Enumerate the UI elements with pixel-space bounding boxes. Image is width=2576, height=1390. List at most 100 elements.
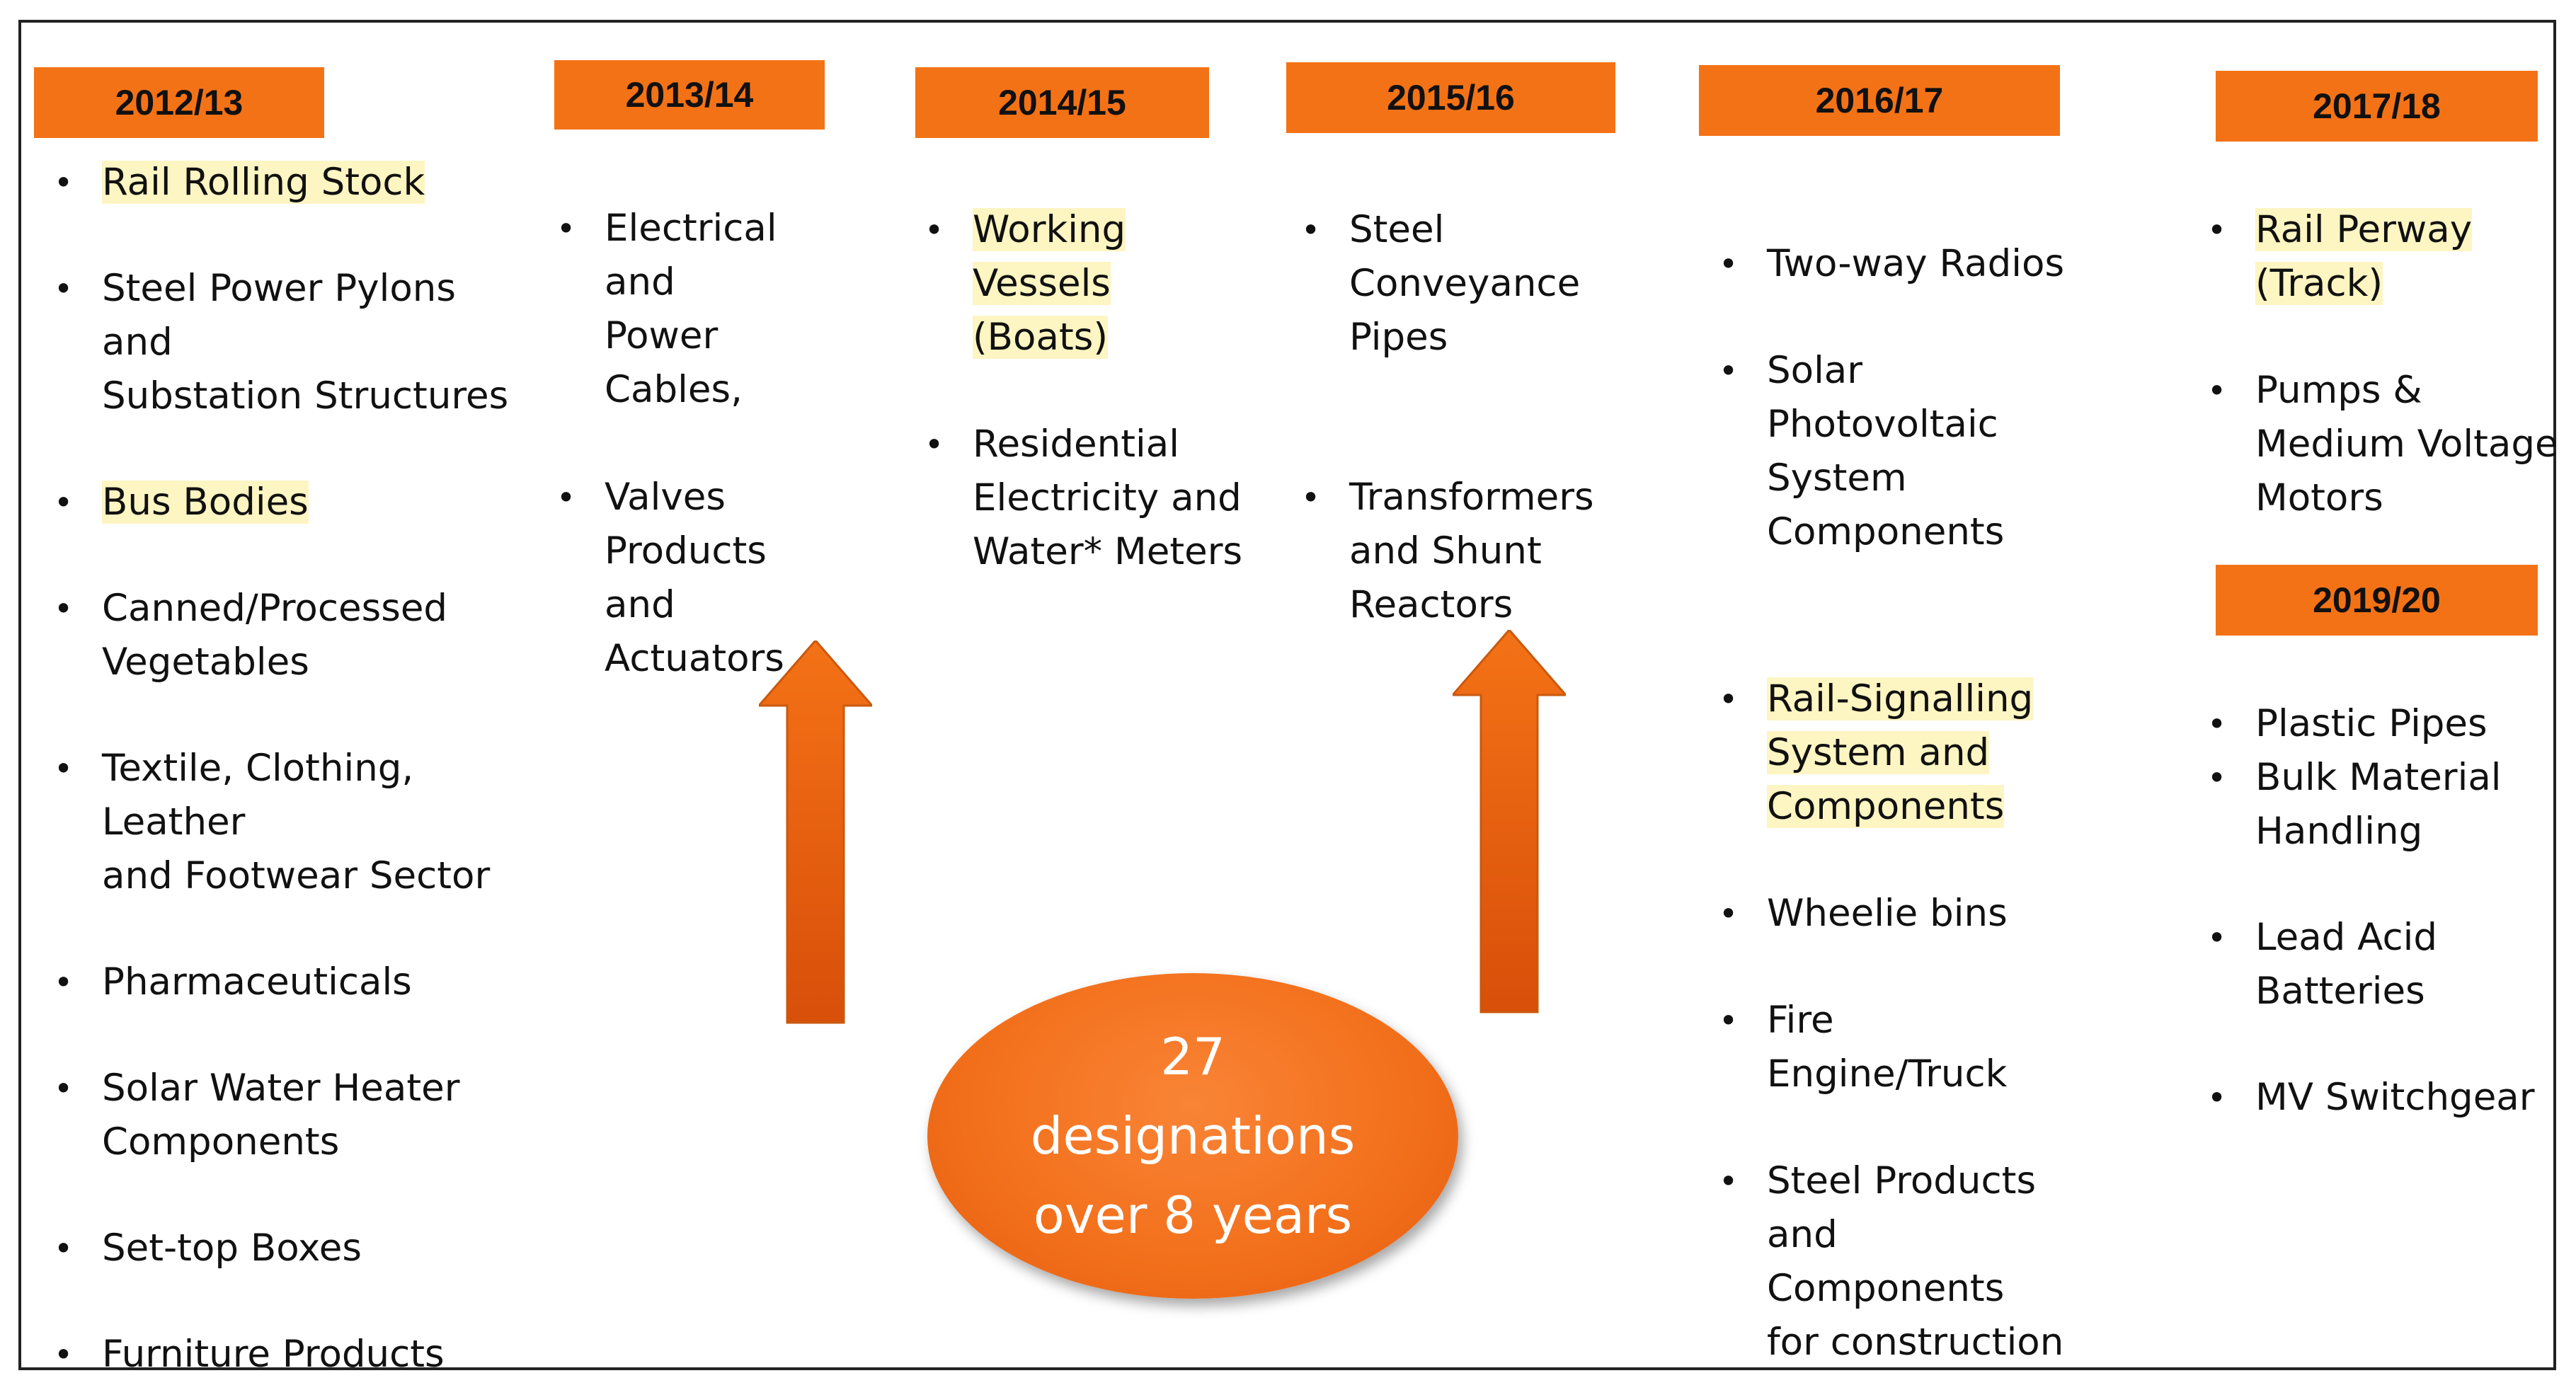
item-text: Fire Engine/Truck <box>1767 999 2008 1096</box>
item-text: Products and <box>605 529 767 626</box>
item-text: Steel <box>1349 208 1445 251</box>
item-text: Pumps & <box>2255 369 2422 412</box>
list-item: Plastic Pipes <box>2194 697 2563 751</box>
up-arrow-icon <box>759 641 872 1024</box>
items-2019-20: Plastic PipesBulk MaterialHandlingLead A… <box>2194 697 2563 1125</box>
item-text: Pharmaceuticals <box>102 960 412 1004</box>
summary-oval: 27 designations over 8 years <box>927 973 1458 1299</box>
item-text: Motors <box>2255 476 2383 519</box>
item-text: Two-way Radios <box>1767 242 2065 285</box>
item-text: Textile, Clothing, Leather <box>102 747 414 844</box>
item-text: Reactors <box>1349 583 1513 626</box>
summary-count: 27 <box>1160 1027 1225 1086</box>
item-text: Rail-Signalling <box>1767 677 2034 720</box>
item-text: Solar Water Heater <box>102 1067 460 1110</box>
item-text: Components <box>102 1120 340 1164</box>
item-text: Furniture Products <box>102 1333 445 1376</box>
year-box-2016-17: 2016/17 <box>1699 65 2060 136</box>
item-text: and Footwear Sector <box>102 854 491 897</box>
year-box-2017-18: 2017/18 <box>2216 71 2538 142</box>
item-text: Batteries <box>2255 970 2425 1013</box>
list-item: Textile, Clothing, Leather and Footwear S… <box>41 742 529 903</box>
items-2015-16: SteelConveyancePipesTransformers and Shun… <box>1288 203 1628 632</box>
item-text: System <box>1767 456 1907 500</box>
item-text: Wheelie bins <box>1767 892 2008 935</box>
item-text: Rail Perway <box>2255 208 2473 251</box>
item-text: (Track) <box>2255 262 2383 305</box>
list-item: Rail Rolling Stock <box>41 156 529 209</box>
item-text: System and <box>1767 731 1990 774</box>
year-box-2014-15: 2014/15 <box>915 67 1209 138</box>
item-text: Set-top Boxes <box>102 1227 362 1270</box>
year-box-2015-16: 2015/16 <box>1286 62 1615 133</box>
items-2016-17: Two-way RadiosSolarPhotovoltaicSystemCom… <box>1706 237 2081 1369</box>
item-text: Bulk Material <box>2255 756 2502 799</box>
item-text: and Components <box>1767 1213 2005 1310</box>
item-text: Electrical and <box>605 207 777 304</box>
year-box-2013-14: 2013/14 <box>554 60 825 130</box>
item-text: Steel Products <box>1767 1159 2037 1202</box>
item-text: Photovoltaic <box>1767 403 1998 446</box>
year-box-2019-20: 2019/20 <box>2216 565 2538 636</box>
item-text: Steel Power Pylons and <box>102 267 456 364</box>
item-text: Pipes <box>1349 316 1448 359</box>
item-text: Power Cables, <box>605 314 743 411</box>
item-text: MV Switchgear <box>2255 1076 2535 1119</box>
list-item: Steel Products and Components for construc… <box>1706 1154 2081 1369</box>
item-text: Canned/Processed <box>102 587 448 630</box>
item-text: Water* Meters <box>973 530 1243 573</box>
item-text: Working <box>973 208 1126 251</box>
summary-line1: designations <box>1030 1106 1356 1166</box>
item-text: Conveyance <box>1349 262 1581 305</box>
item-text: Substation Structures <box>102 374 509 418</box>
item-text: Bus Bodies <box>102 481 309 524</box>
item-text: Lead Acid <box>2255 916 2438 959</box>
item-text: Vessels (Boats) <box>973 262 1111 359</box>
item-text: Medium Voltage <box>2255 423 2558 466</box>
list-item: Pharmaceuticals <box>41 955 529 1009</box>
list-item: Rail Perway (Track) <box>2194 203 2563 311</box>
item-text: Transformers <box>1349 476 1594 519</box>
item-text: for construction <box>1767 1321 2064 1364</box>
list-item: MV Switchgear <box>2194 1071 2563 1125</box>
up-arrow-icon <box>1453 630 1566 1013</box>
list-item: Two-way Radios <box>1706 237 2081 291</box>
item-text: Solar <box>1767 349 1863 392</box>
summary-line2: over 8 years <box>1033 1185 1353 1245</box>
item-text: Actuators <box>605 637 784 680</box>
item-text: Vegetables <box>102 641 309 684</box>
year-box-2012-13: 2012/13 <box>34 67 324 138</box>
list-item: Wheelie bins <box>1706 887 2081 941</box>
item-text: Plastic Pipes <box>2255 702 2488 745</box>
item-text: Residential <box>973 423 1179 466</box>
item-text: Components <box>1767 785 2005 828</box>
item-text: Handling <box>2255 810 2423 853</box>
list-item: Furniture Products <box>41 1328 529 1382</box>
item-text: Valves <box>605 476 726 519</box>
item-text: and Shunt <box>1349 529 1542 573</box>
item-text: Rail Rolling Stock <box>102 161 425 204</box>
list-item: Bus Bodies <box>41 476 529 529</box>
item-text: Electricity and <box>973 476 1242 519</box>
list-item: Fire Engine/Truck <box>1706 994 2081 1101</box>
items-2012-13: Rail Rolling StockSteel Power Pylons and… <box>41 156 529 1382</box>
item-text: Components <box>1767 510 2005 553</box>
list-item: Set-top Boxes <box>41 1222 529 1275</box>
items-2017-18: Rail Perway (Track) Pumps & Medium VoltageM… <box>2194 203 2563 525</box>
